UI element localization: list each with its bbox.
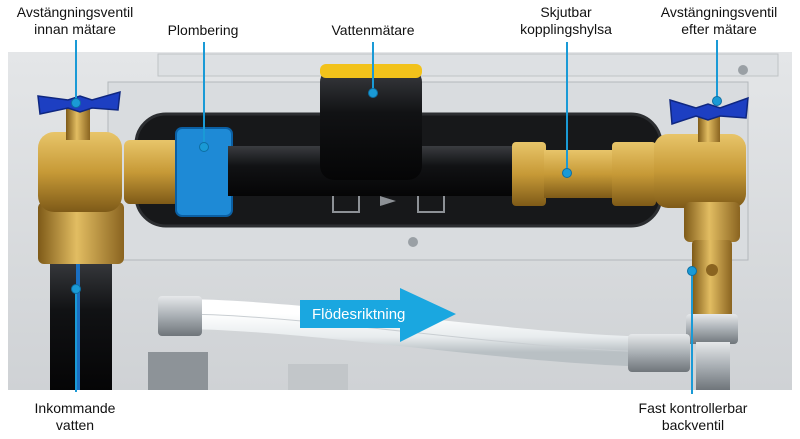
test-port-icon [706,264,718,276]
flow-direction-arrow: Flödesriktning [300,288,456,342]
bracket-clip [288,364,348,390]
dot-shutoff-before [71,98,81,108]
shutoff-valve-after [654,134,746,208]
label-incoming: Inkommande vatten [34,400,116,433]
screw-icon [738,65,748,75]
steel-coupling-right [628,334,690,372]
valve-stem [698,112,720,142]
dot-incoming [71,284,81,294]
leader-incoming [75,288,77,392]
incoming-pipe [50,257,112,390]
leader-seal [203,42,205,146]
flex-hose-edge [177,313,669,353]
leader-shutoff-after [716,40,718,100]
shutoff-valve-before [38,132,122,212]
dot-meter [368,88,378,98]
meter-yellow-cap [320,64,422,78]
brass-fitting-right [684,202,740,242]
label-check-valve: Fast kontrollerbar backventil [638,400,748,433]
dot-sleeve [562,168,572,178]
meter-installation-photo: Flödesriktning [8,52,792,390]
leader-shutoff-before [75,40,77,102]
brass-nut-right [612,142,656,206]
leader-sleeve [566,42,568,172]
label-meter: Vattenmätare [331,22,415,38]
check-valve[interactable] [692,240,732,320]
brass-nut-sleeve [512,142,546,206]
flow-direction-label: Flödesriktning [312,306,405,323]
sliding-coupling-sleeve [544,150,614,198]
brass-coupling-left [38,202,124,264]
lower-fitting [148,352,208,390]
screw-icon [408,237,418,247]
steel-elbow-right [696,342,730,390]
top-panel [157,53,779,77]
steel-nut-right [686,314,738,344]
pipe-stripe [76,260,80,390]
brass-nut [124,140,180,204]
arrow-symbol-icon [380,196,396,206]
leader-meter [372,42,374,92]
dot-seal [199,142,209,152]
label-shutoff-before: Avstängningsventil innan mätare [16,4,134,37]
leader-check-valve [691,270,693,394]
steel-coupling-left [158,296,202,336]
water-meter [320,68,422,180]
dot-check-valve [687,266,697,276]
dot-shutoff-after [712,96,722,106]
label-sleeve: Skjutbar kopplingshylsa [520,4,612,37]
valve-handle-right[interactable] [669,96,749,126]
installation-illustration: Flödesriktning [8,52,792,390]
label-shutoff-after: Avstängningsventil efter mätare [660,4,778,37]
label-seal: Plombering [167,22,239,38]
